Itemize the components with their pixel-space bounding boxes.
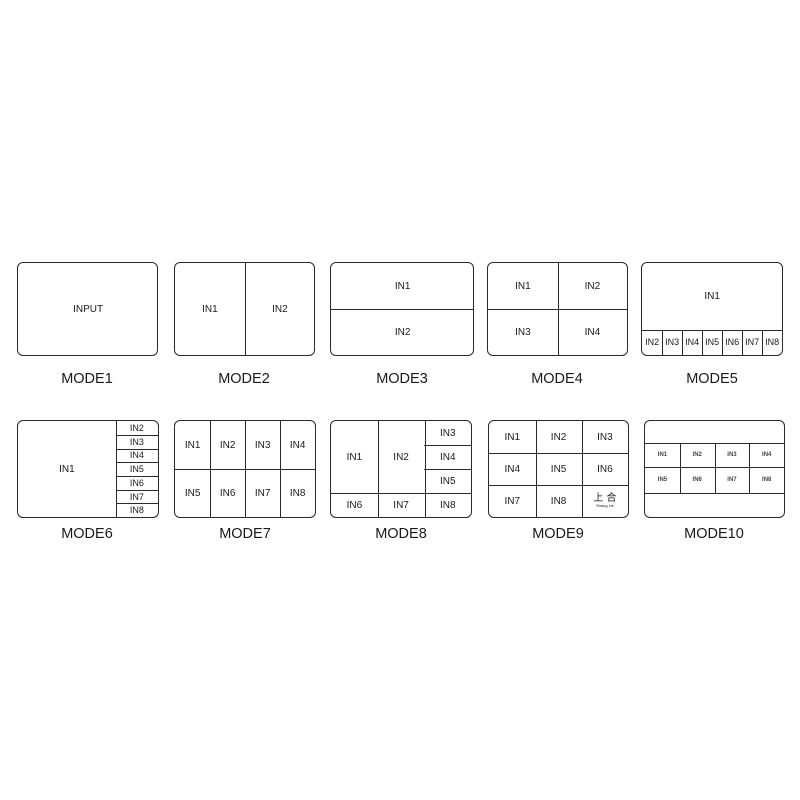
window-in1: IN1 bbox=[175, 263, 246, 355]
window-in6: IN6 bbox=[679, 467, 716, 494]
window-in3: IN3 bbox=[245, 421, 282, 471]
empty-top-band bbox=[645, 421, 784, 444]
mode6-label: MODE6 bbox=[61, 526, 113, 542]
window-in8: IN8 bbox=[762, 330, 782, 355]
window-in4: IN4 bbox=[558, 309, 628, 355]
mode9-label: MODE9 bbox=[532, 526, 584, 542]
mode7-layout: IN1 IN2 IN3 IN4 IN5 IN6 IN7 IN8 bbox=[174, 420, 316, 518]
mode1-label: MODE1 bbox=[61, 371, 113, 387]
window-in4: IN4 bbox=[682, 329, 704, 355]
window-in5: IN5 bbox=[424, 469, 471, 495]
window-in3: IN3 bbox=[714, 442, 751, 469]
window-in2: IN2 bbox=[394, 327, 411, 339]
mode8-layout: IN1 IN2 IN3 IN4 IN5 IN6 IN7 IN8 bbox=[330, 420, 472, 518]
mode10-label: MODE10 bbox=[684, 526, 744, 542]
window-in3: IN3 bbox=[581, 421, 628, 455]
window-in1: IN1 bbox=[331, 421, 379, 495]
window-in2: IN2 bbox=[210, 421, 247, 471]
window-in5: IN5 bbox=[645, 467, 681, 494]
window-in2: IN2 bbox=[642, 329, 664, 355]
mode4-label: MODE4 bbox=[531, 371, 583, 387]
window-in5: IN5 bbox=[535, 453, 583, 487]
window-in6: IN6 bbox=[331, 493, 379, 517]
window-in4: IN4 bbox=[749, 443, 784, 469]
mode8-label: MODE8 bbox=[375, 526, 427, 542]
window-in5: IN5 bbox=[115, 462, 158, 478]
window-in5: IN5 bbox=[702, 329, 724, 355]
mode10-layout: IN1 IN2 IN3 IN4 IN5 IN6 IN7 IN8 bbox=[644, 420, 785, 518]
window-in8: IN8 bbox=[424, 493, 471, 517]
window-in4: IN4 bbox=[115, 448, 158, 464]
mode3-layout: IN1 IN2 bbox=[330, 262, 474, 356]
window-in2: IN2 bbox=[115, 421, 158, 436]
window-in7: IN7 bbox=[489, 485, 537, 517]
brand-logo: 上 合 Shang He bbox=[582, 485, 628, 517]
mode2-layout: IN1 IN2 bbox=[174, 262, 315, 356]
mode1-layout: INPUT bbox=[17, 262, 158, 356]
mode9-layout: IN1 IN2 IN3 IN4 IN5 IN6 IN7 IN8 上 合 Shan… bbox=[488, 420, 629, 518]
mode5-label: MODE5 bbox=[686, 371, 738, 387]
window-in1: IN1 bbox=[488, 263, 559, 311]
window-in2: IN2 bbox=[377, 421, 426, 495]
window-in8: IN8 bbox=[535, 485, 583, 517]
window-in3: IN3 bbox=[662, 329, 684, 355]
window-in7: IN7 bbox=[714, 467, 751, 494]
window-in6: IN6 bbox=[722, 329, 744, 355]
window-in1: IN1 bbox=[331, 263, 473, 311]
window-input: INPUT bbox=[73, 304, 104, 316]
empty-bottom-band bbox=[645, 493, 784, 518]
window-in3: IN3 bbox=[115, 435, 158, 450]
mode2-label: MODE2 bbox=[218, 371, 270, 387]
window-in3: IN3 bbox=[488, 309, 559, 355]
window-in3: IN3 bbox=[424, 421, 471, 447]
window-in1: IN1 bbox=[18, 421, 117, 517]
window-in2: IN2 bbox=[557, 263, 627, 311]
logo-pinyin: Shang He bbox=[596, 503, 614, 509]
mode4-layout: IN1 IN2 IN3 IN4 bbox=[487, 262, 628, 356]
window-in6: IN6 bbox=[210, 469, 247, 517]
window-in7: IN7 bbox=[245, 469, 282, 517]
mode5-layout: IN1 IN2 IN3 IN4 IN5 IN6 IN7 IN8 bbox=[641, 262, 783, 356]
window-in4: IN4 bbox=[280, 421, 315, 471]
window-in6: IN6 bbox=[581, 453, 628, 487]
window-in8: IN8 bbox=[280, 469, 315, 517]
mode3-label: MODE3 bbox=[376, 371, 428, 387]
logo-chinese: 上 合 bbox=[593, 493, 617, 505]
window-in1: IN1 bbox=[642, 263, 782, 331]
window-in4: IN4 bbox=[489, 453, 537, 487]
window-in7: IN7 bbox=[742, 329, 764, 355]
mode7-label: MODE7 bbox=[219, 526, 271, 542]
window-in2: IN2 bbox=[535, 421, 583, 455]
mode6-layout: IN1 IN2 IN3 IN4 IN5 IN6 IN7 IN8 bbox=[17, 420, 159, 518]
window-in5: IN5 bbox=[175, 469, 212, 517]
window-in6: IN6 bbox=[115, 476, 158, 491]
window-in8: IN8 bbox=[749, 467, 784, 494]
window-in1: IN1 bbox=[175, 421, 212, 471]
window-in7: IN7 bbox=[115, 490, 158, 505]
window-in2: IN2 bbox=[679, 442, 716, 469]
window-in4: IN4 bbox=[424, 445, 471, 471]
window-in8: IN8 bbox=[116, 503, 158, 517]
window-in7: IN7 bbox=[378, 493, 426, 517]
window-in1: IN1 bbox=[645, 442, 681, 469]
window-in1: IN1 bbox=[489, 421, 537, 455]
window-in2: IN2 bbox=[272, 304, 288, 316]
